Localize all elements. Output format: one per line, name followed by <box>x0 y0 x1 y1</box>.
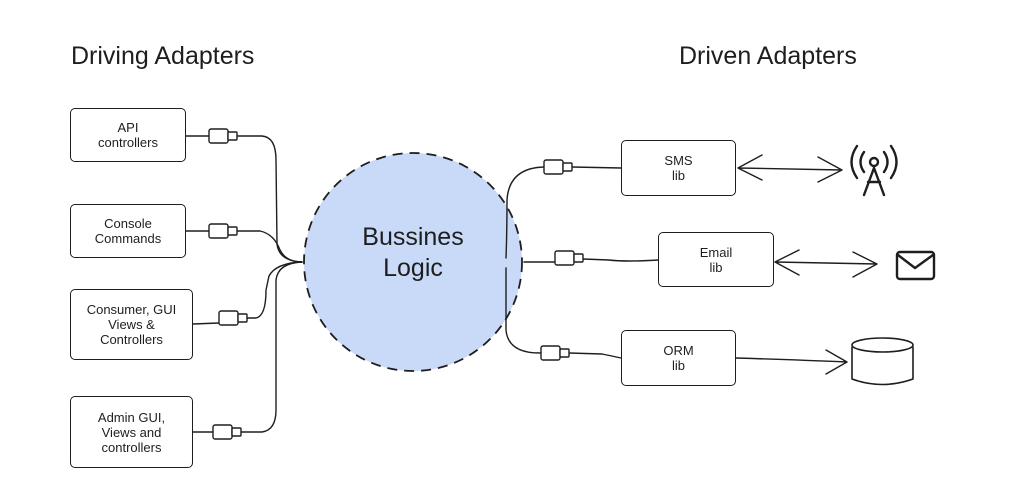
orm-lib-box: ORM lib <box>621 330 736 386</box>
plug-icon-api <box>208 128 238 144</box>
business-logic-line-1: Bussines <box>362 223 464 251</box>
console-commands-box: Console Commands <box>70 204 186 258</box>
connector-admin-gui <box>192 261 303 433</box>
node-label-line: lib <box>709 259 723 275</box>
node-label-line: Console <box>104 216 152 231</box>
email-lib-box: Email lib <box>658 232 774 287</box>
business-logic-label: Bussines Logic <box>318 222 508 284</box>
database-icon <box>851 337 914 386</box>
node-label-line: Controllers <box>100 332 163 347</box>
node-label-line: Email <box>699 244 733 260</box>
node-label-line: Views and <box>101 424 162 440</box>
plug-icon-console <box>208 223 238 239</box>
antenna-icon <box>850 144 898 197</box>
driving-adapters-heading: Driving Adapters <box>71 42 255 70</box>
admin-gui-box: Admin GUI, Views and controllers <box>70 396 193 468</box>
node-label-line: API <box>117 120 139 135</box>
connector-console-commands <box>185 230 303 263</box>
business-logic-line-2: Logic <box>383 254 443 282</box>
sms-lib-box: SMS lib <box>621 140 736 196</box>
plug-icon-sms <box>543 159 573 175</box>
node-label-line: ORM <box>663 343 694 358</box>
node-label-line: Consumer, GUI <box>86 302 177 317</box>
node-label-line: lib <box>671 358 685 373</box>
arrow-orm-database <box>735 349 848 375</box>
node-label-line: lib <box>671 168 685 183</box>
plug-icon-consumer <box>218 310 248 326</box>
node-label-line: Admin GUI, <box>97 409 166 425</box>
api-controllers-box: API controllers <box>70 108 186 162</box>
driven-adapters-heading: Driven Adapters <box>679 42 857 70</box>
mail-envelope-icon <box>895 250 936 281</box>
connector-sms-lib <box>505 166 622 259</box>
node-label-line: controllers <box>101 439 162 455</box>
plug-icon-email <box>554 250 584 266</box>
business-logic-circle <box>303 152 523 372</box>
connector-api-controllers <box>185 135 303 263</box>
connector-orm-lib <box>505 267 622 359</box>
node-label-line: Commands <box>94 231 162 246</box>
node-label-line: controllers <box>98 135 158 150</box>
plug-icon-admin <box>212 424 242 440</box>
connector-email-lib <box>523 258 659 263</box>
arrow-sms-antenna <box>737 154 843 183</box>
node-label-line: Views & <box>108 317 155 332</box>
arrow-email-mail <box>774 249 878 278</box>
connector-consumer-gui <box>192 261 303 325</box>
plug-icon-orm <box>540 345 570 361</box>
node-label-line: SMS <box>664 153 693 168</box>
consumer-gui-box: Consumer, GUI Views & Controllers <box>70 289 193 360</box>
